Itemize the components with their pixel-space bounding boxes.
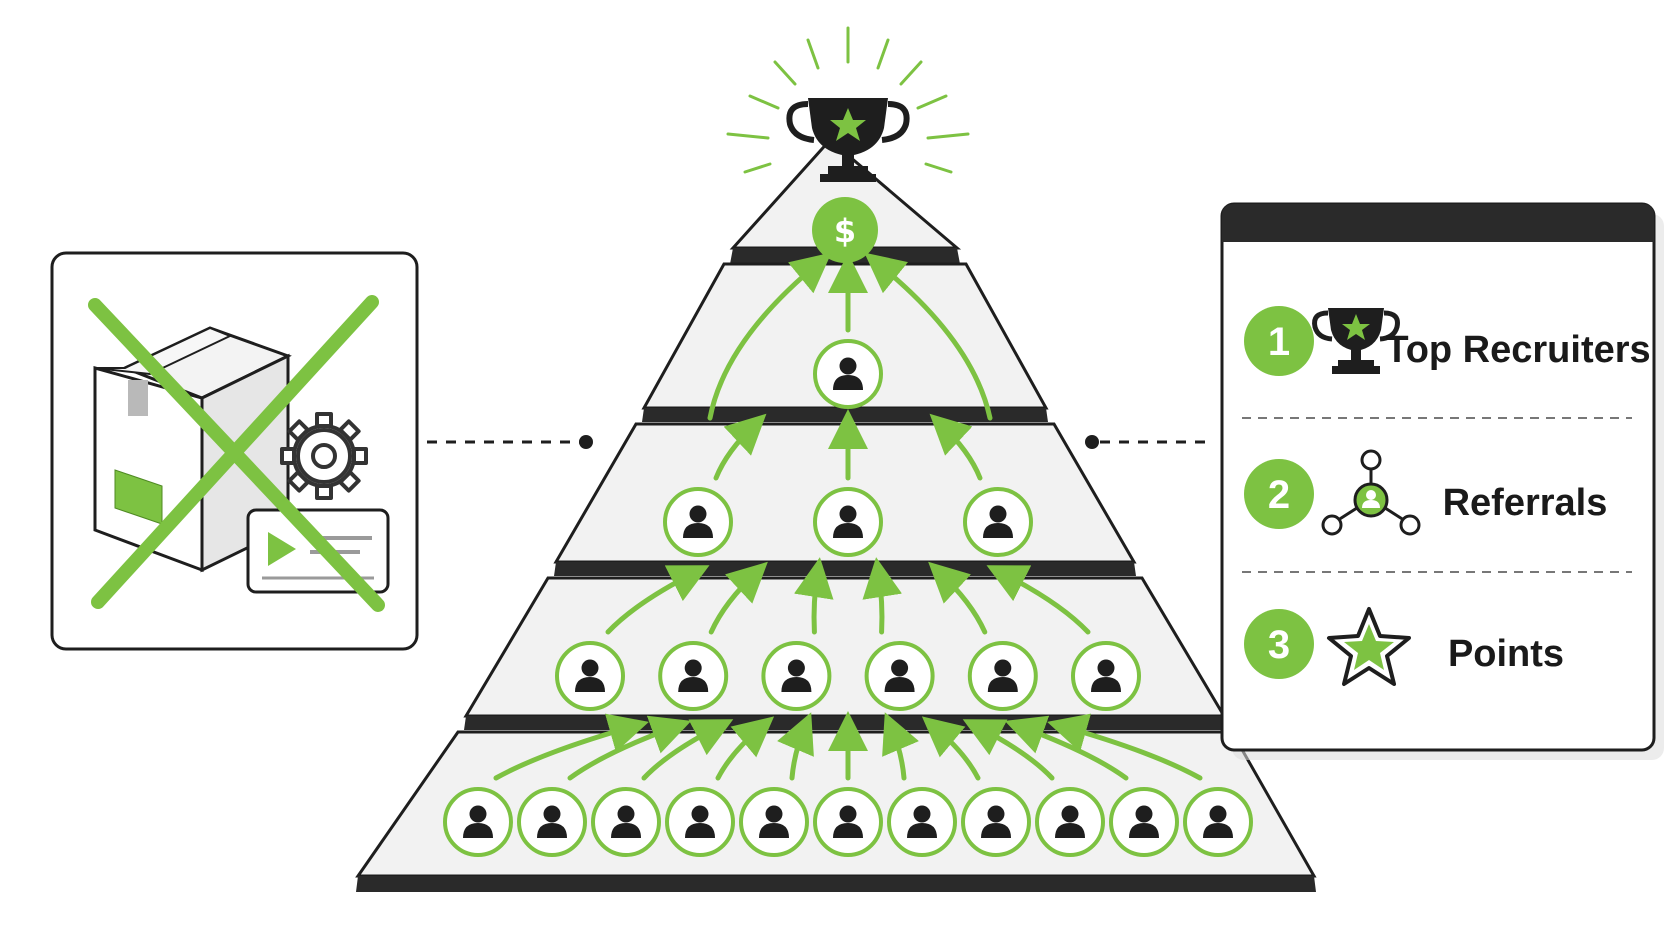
arrow-tier-4-4 — [715, 716, 775, 781]
member-tier-3-1 — [555, 641, 625, 711]
member-tier-4-10 — [1109, 787, 1179, 857]
legend-panel: 1 Top Recruiters 2 — [1220, 202, 1664, 760]
arrow-tier-4-7 — [882, 712, 919, 781]
member-tier-3-3 — [761, 641, 832, 711]
arrow-tier-4-2 — [567, 715, 692, 781]
star-icon — [1327, 607, 1411, 686]
dollar-coin-icon: $ — [812, 197, 878, 263]
arrow-tier-3-2 — [708, 561, 768, 635]
member-tier-2-1 — [663, 487, 733, 557]
member-tier-4-9 — [1035, 787, 1105, 857]
legend-item-points: 3 Points — [1244, 607, 1564, 686]
legend-panel-header — [1222, 204, 1654, 242]
legend-number-2: 2 — [1268, 473, 1290, 517]
member-tier-2-3 — [963, 487, 1033, 557]
arrow-tier-3-6 — [986, 565, 1091, 635]
member-tier-4-1 — [443, 787, 513, 857]
recruitment-arrows — [493, 252, 1203, 781]
left-connector — [427, 435, 593, 449]
arrow-tier-4-11 — [1047, 713, 1203, 781]
pyramid-members — [443, 339, 1253, 857]
member-tier-4-4 — [665, 787, 735, 857]
trophy-icon — [1312, 308, 1400, 374]
arrow-tier-3-5 — [928, 561, 988, 635]
member-tier-3-6 — [1071, 641, 1141, 711]
legend-label-points: Points — [1448, 633, 1564, 675]
arrow-tier-3-1 — [605, 565, 710, 635]
member-tier-2-2 — [813, 487, 883, 557]
left-panel — [50, 251, 419, 651]
dollar-symbol: $ — [834, 212, 856, 250]
arrow-tier-2-1 — [713, 413, 767, 481]
arrow-to-coin-1 — [707, 252, 832, 421]
member-tier-4-3 — [591, 787, 661, 857]
legend-item-top-recruiters: 1 Top Recruiters — [1244, 306, 1651, 376]
member-tier-1-1 — [813, 339, 883, 409]
member-tier-4-2 — [517, 787, 587, 857]
arrow-tier-4-8 — [921, 716, 981, 781]
top-trophy-icon — [726, 26, 970, 182]
arrow-tier-3-3 — [793, 557, 834, 635]
arrow-to-coin-3 — [864, 252, 993, 421]
arrow-tier-4-5 — [777, 712, 814, 781]
member-tier-4-11 — [1183, 787, 1253, 857]
legend-number-3: 3 — [1268, 623, 1290, 667]
arrow-tier-3-4 — [862, 557, 903, 635]
legend-item-referrals: 2 Referrals — [1244, 449, 1608, 536]
arrow-tier-4-1 — [493, 713, 649, 781]
member-tier-4-6 — [813, 787, 883, 857]
legend-number-1: 1 — [1268, 320, 1290, 364]
member-tier-3-2 — [658, 641, 729, 711]
cross-out-icon — [88, 295, 385, 612]
arrow-tier-4-3 — [641, 719, 734, 781]
network-icon — [1321, 449, 1421, 536]
legend-label-referrals: Referrals — [1443, 482, 1608, 524]
legend-label-top-recruiters: Top Recruiters — [1385, 329, 1650, 371]
member-tier-4-8 — [961, 787, 1031, 857]
member-tier-3-4 — [864, 641, 935, 711]
member-tier-4-7 — [887, 787, 957, 857]
member-tier-3-5 — [967, 641, 1038, 711]
right-connector — [1085, 435, 1205, 449]
gear-icon — [280, 412, 368, 500]
member-tier-4-5 — [739, 787, 809, 857]
arrow-tier-2-3 — [929, 413, 983, 481]
